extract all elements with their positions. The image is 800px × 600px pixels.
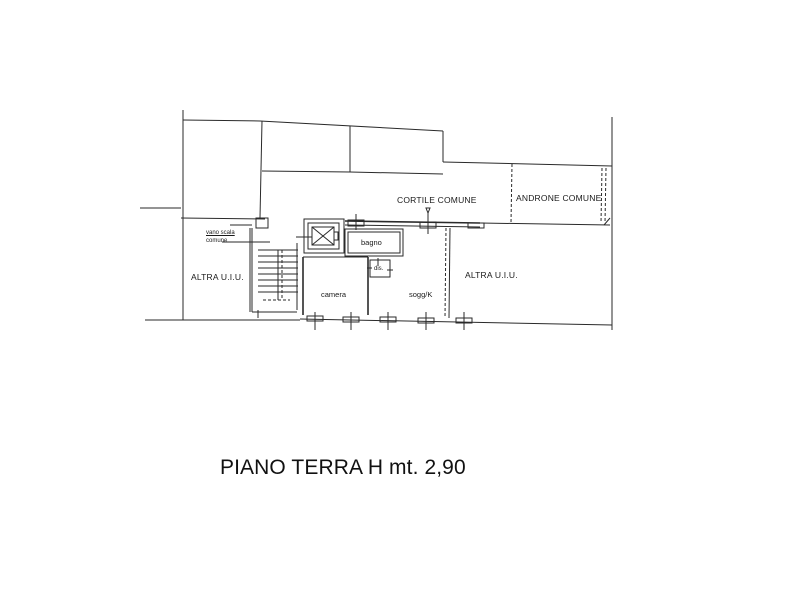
label-altra-uiu-left: ALTRA U.I.U.: [191, 272, 244, 282]
floor-caption: PIANO TERRA H mt. 2,90: [220, 456, 466, 479]
label-comune: comune: [206, 238, 228, 244]
label-androne-comune: ANDRONE COMUNE: [516, 193, 602, 203]
label-sogg-k: sogg/K: [409, 290, 433, 299]
label-bagno: bagno: [361, 238, 382, 247]
label-vano-scala: vano scala: [206, 230, 235, 236]
stairwell: [222, 217, 298, 318]
building-outline: [140, 110, 613, 330]
label-altra-uiu-right: ALTRA U.I.U.: [465, 270, 518, 280]
drain-symbol: [425, 207, 431, 218]
label-cortile-comune: CORTILE COMUNE: [397, 195, 477, 205]
apartment-walls: [302, 227, 451, 319]
label-camera: camera: [321, 290, 347, 299]
elevator-shaft: [296, 218, 345, 254]
cortile-wall: [344, 163, 607, 228]
label-dis: dis.: [374, 266, 384, 272]
